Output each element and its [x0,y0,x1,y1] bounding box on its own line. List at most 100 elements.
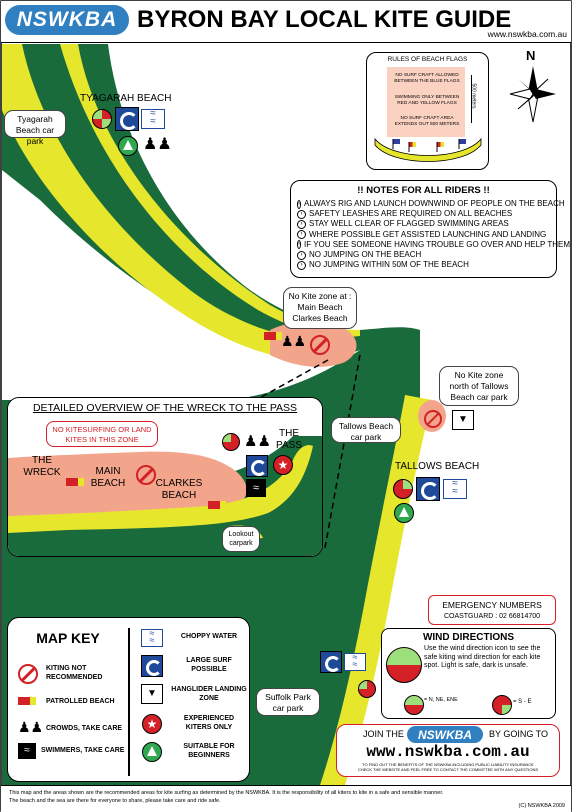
patrolled-flag-icon [66,478,84,486]
main-beach-label: MAIN BEACH [90,466,126,489]
tallows-carpark-callout: Tallows Beach car park [331,417,401,443]
experienced-kiters-icon: ★ [273,455,293,475]
coastguard-number: COASTGUARD : 02 66814700 [443,613,541,620]
detail-warning: NO KITESURFING OR LAND KITES IN THIS ZON… [46,421,158,447]
join-logo[interactable]: NSWKBA [407,726,483,743]
flag-rule-surf-craft: NO SURF CRAFT AREA EXTENDS OUT 500 METER… [394,116,460,127]
wind-direction-large-icon [386,647,422,683]
page-title: BYRON BAY LOCAL KITE GUIDE [137,6,512,33]
large-surf-icon [320,651,342,673]
key-crowds: CROWDS, TAKE CARE [46,725,123,732]
crowds-icon: ♟♟ [143,136,172,153]
notes-title: !! NOTES FOR ALL RIDERS !! [357,185,490,196]
beach-arc-icon [374,137,482,162]
beginners-icon [118,136,138,156]
key-experienced: EXPERIENCED KITERS ONLY [183,715,235,731]
key-hanglider: HANGLIDER LANDING ZONE [171,686,247,702]
crowds-icon: ♟♟ [281,333,307,349]
flag-rule-blue: NO SURF CRAFT ALLOWED BETWEEN THE BLUE F… [394,73,460,84]
wind-direction-icon [222,433,240,451]
large-surf-icon [416,477,440,501]
key-swimmers: SWIMMERS, TAKE CARE [41,747,125,754]
compass-rose: N [508,48,558,130]
detail-panel: DETAILED OVERVIEW OF THE WRECK TO THE PA… [7,397,323,557]
swimmers-icon: ≈ [246,479,266,497]
no-kiting-icon [18,664,38,684]
chevron-icon: › [297,250,306,260]
swimmers-icon: ≈ [18,743,36,759]
nswkba-logo[interactable]: NSWKBA [5,5,129,35]
suffolk-carpark-callout: Suffolk Park car park [256,688,320,716]
compass-star-icon [509,66,556,123]
footer: This map and the areas shown are the rec… [1,785,571,812]
note-item: ›NO JUMPING WITHIN 50M OF THE BEACH [297,260,550,270]
wind-description: Use the wind direction icon to see the s… [424,645,541,670]
note-item: ›WHERE POSSIBLE GET ASSISTED LAUNCHING A… [297,230,550,240]
note-item: ›ALWAYS RIG AND LAUNCH DOWNWIND OF PEOPL… [297,199,565,209]
wind-example-2: = S - E [513,699,532,705]
large-surf-icon [115,107,139,131]
key-beginners: SUITABLE FOR BEGINNERS [183,743,235,759]
large-surf-icon [246,455,268,477]
chevron-icon: › [297,240,301,250]
tyagarah-carpark-callout: Tyagarah Beach car park [4,110,66,146]
wind-title: WIND DIRECTIONS [422,632,515,643]
footer-disclaimer: This map and the areas shown are the rec… [9,790,444,796]
join-url-link[interactable]: www.nswkba.com.au [366,743,530,761]
chevron-icon: › [297,260,306,270]
distance-label: 500 meters [470,83,477,109]
beach-flags-title: RULES OF BEACH FLAGS [387,56,468,63]
wind-direction-icon [92,109,112,129]
patrolled-flag-icon [264,332,282,340]
no-kite-tallows-callout: No Kite zone north of Tallows Beach car … [439,366,519,406]
detail-pointer-1 [255,359,329,401]
patrolled-flag-icon [18,697,36,705]
hanglider-icon: ▼ [452,410,474,430]
header-bar: NSWKBA BYRON BAY LOCAL KITE GUIDE www.ns… [1,1,571,43]
flag-zone [387,67,465,137]
beach-flags-panel: RULES OF BEACH FLAGS NO SURF CRAFT ALLOW… [366,52,489,170]
key-large-surf: LARGE SURF POSSIBLE [186,657,232,673]
key-kiting-not-recommended: KITING NOT RECOMMENDED [46,665,103,681]
patrolled-flag-icon [208,501,226,509]
no-kite-main-clarkes-callout: No Kite zone at : Main Beach Clarkes Bea… [283,287,357,329]
tyagarah-beach-label: TYAGARAH BEACH [80,93,172,104]
footer-copyright: (C) NSWKBA 2009 [518,803,565,809]
chevron-icon: › [297,209,306,219]
notes-panel: !! NOTES FOR ALL RIDERS !! ›ALWAYS RIG A… [290,180,570,278]
footer-share-note: The beach and the sea are there for ever… [9,798,221,804]
emergency-panel: EMERGENCY NUMBERS COASTGUARD : 02 668147… [428,595,556,625]
crowds-icon: ♟♟ [18,719,44,735]
join-panel: JOIN THE NSWKBA BY GOING TO www.nswkba.c… [336,724,560,777]
flag-rule-red-yellow: SWIMMING ONLY BETWEEN RED AND YELLOW FLA… [394,95,460,106]
large-surf-icon [141,655,163,677]
tallows-beach-label: TALLOWS BEACH [395,461,480,472]
the-pass-label: THE PASS [276,428,302,451]
sand-north [2,44,352,361]
the-wreck-label: THE WRECK [23,455,61,478]
crowds-icon: ♟♟ [244,433,271,450]
choppy-water-icon: ≈≈ [443,479,467,499]
note-item: ›IF YOU SEE SOMEONE HAVING TROUBLE GO OV… [297,239,570,250]
key-patrolled-beach: PATROLLED BEACH [46,698,115,705]
distance-arrow-icon [468,75,476,123]
chevron-icon: › [297,220,306,229]
experienced-kiters-icon: ★ [142,714,162,734]
hanglider-icon: ▼ [141,684,163,704]
wind-direction-icon [358,680,376,698]
join-small-2: CHECK THE WEBSITE AND FEEL FREE TO CONTA… [357,767,539,772]
logo-text: NSWKBA [16,8,118,31]
detail-pointer-2 [324,354,361,549]
note-item: ›STAY WELL CLEAR OF FLAGGED SWIMMING ARE… [297,219,550,229]
lookout-carpark-callout: Lookout carpark [222,526,260,552]
wind-direction-icon [393,479,413,499]
join-small-1: TO FIND OUT THE BENEFITS OF THE NSWKBA I… [362,762,534,767]
header-url-link[interactable]: www.nswkba.com.au [487,29,567,39]
choppy-water-icon: ≈≈ [141,629,163,647]
north-label: N [526,48,536,63]
map-key-panel: MAP KEY KITING NOT RECOMMENDED PATROLLED… [7,617,250,782]
wind-directions-panel: WIND DIRECTIONS Use the wind direction i… [381,628,556,719]
beginners-icon [142,742,162,762]
no-kiting-icon [310,335,330,355]
